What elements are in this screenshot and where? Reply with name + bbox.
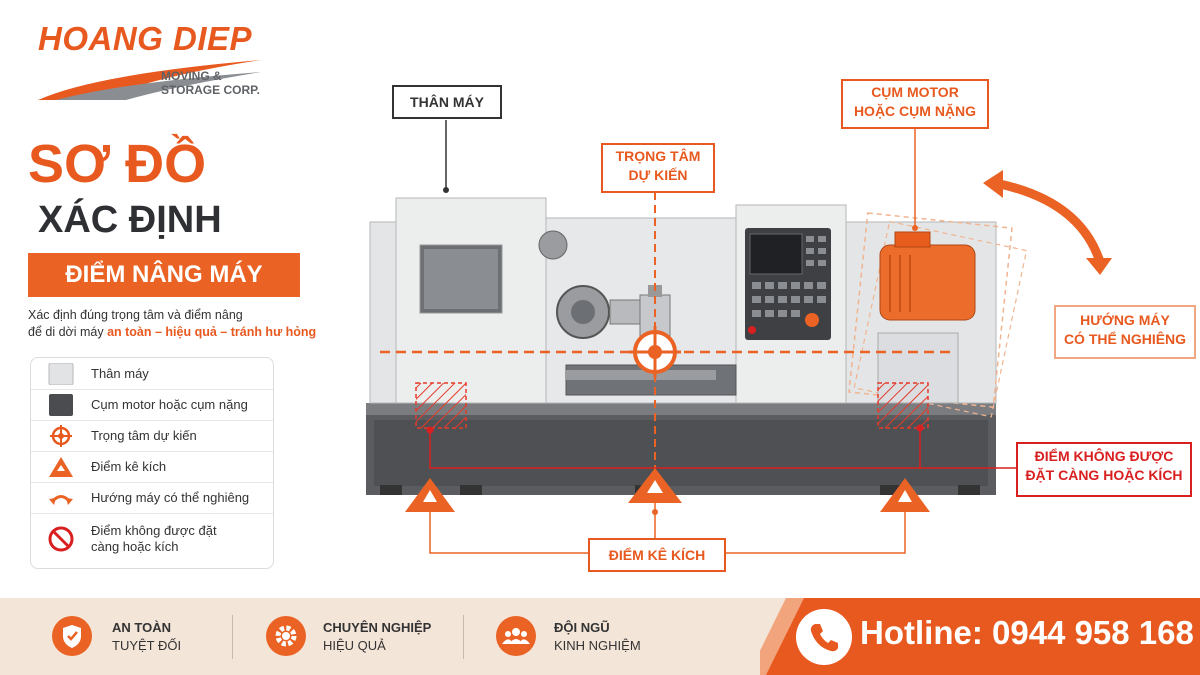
lathe-diagram (366, 120, 1112, 554)
callout-center-of-gravity: TRỌNG TÂM DỰ KIẾN (601, 143, 715, 193)
legend-label: Thân máy (91, 366, 149, 381)
legend: Thân máy Cụm motor hoặc cụm nặng Trọng t… (30, 357, 274, 569)
legend-label-line-1: Điểm không được đặt (91, 523, 217, 538)
hotline-text[interactable]: Hotline: 0944 958 168 (860, 614, 1194, 651)
prohibited-icon (48, 526, 74, 552)
hotline-banner (760, 598, 1200, 675)
callout-motor-line-1: CỤM MOTOR (871, 84, 959, 100)
description: Xác định đúng trọng tâm và điểm nâng để … (28, 307, 328, 341)
legend-label: Trọng tâm dự kiến (91, 428, 197, 443)
team-icon (496, 616, 536, 656)
callout-no-jack-line-1: ĐIỂM KHÔNG ĐƯỢC (1034, 448, 1174, 464)
feature-line-1: CHUYÊN NGHIỆP (323, 620, 432, 635)
legend-item-center-of-gravity: Trọng tâm dự kiến (31, 420, 273, 452)
footer-divider (463, 615, 464, 659)
legend-label: Hướng máy có thể nghiêng (91, 490, 250, 505)
legend-item-jack-point: Điểm kê kích (31, 451, 273, 483)
legend-item-tilt: Hướng máy có thể nghiêng (31, 482, 273, 514)
motor-block (879, 244, 976, 321)
callout-cog-line-1: TRỌNG TÂM (615, 148, 701, 164)
feature-line-1: ĐỘI NGŨ (554, 620, 610, 635)
callout-no-jack: ĐIỂM KHÔNG ĐƯỢC ĐẶT CÀNG HOẶC KÍCH (1016, 442, 1192, 497)
callout-jack-points: ĐIỂM KÊ KÍCH (588, 538, 726, 572)
feature-professional: CHUYÊN NGHIỆP HIỆU QUẢ (323, 619, 431, 655)
title-line-1: SƠ ĐỒ (28, 134, 207, 194)
warning-triangle-icon (49, 457, 73, 477)
shield-icon (52, 616, 92, 656)
feature-line-2: KINH NGHIỆM (554, 638, 641, 653)
brand-tagline-1: MOVING & (161, 69, 222, 83)
legend-item-machine-body: Thân máy (31, 358, 273, 390)
legend-label: Điểm không được đặt càng hoặc kích (91, 523, 217, 555)
machine-foot (380, 485, 402, 495)
logo-swoosh (38, 60, 261, 100)
title-line-3: ĐIỂM NÂNG MÁY (28, 253, 300, 297)
description-line-2: để di dời máy (28, 325, 104, 339)
tilt-arrow (994, 178, 1105, 264)
feature-line-1: AN TOÀN (112, 620, 171, 635)
feature-line-2: HIỆU QUẢ (323, 638, 386, 653)
description-highlight: an toàn – hiệu quả – tránh hư hỏng (107, 325, 317, 339)
callout-motor: CỤM MOTOR HOẶC CỤM NẶNG (841, 79, 989, 129)
title-line-2: XÁC ĐỊNH (38, 199, 222, 241)
phone-icon[interactable] (796, 609, 852, 665)
feature-safety: AN TOÀN TUYỆT ĐỐI (112, 619, 181, 655)
callout-tilt-line-2: CÓ THỂ NGHIÊNG (1063, 331, 1187, 347)
light-gray-square-icon (48, 363, 74, 385)
brand-tagline-2: STORAGE CORP. (161, 83, 260, 97)
machine-foot (460, 485, 482, 495)
callout-cog-line-2: DỰ KIẾN (628, 167, 688, 183)
legend-item-motor: Cụm motor hoặc cụm nặng (31, 389, 273, 421)
control-screen (749, 233, 803, 275)
feature-line-2: TUYỆT ĐỐI (112, 638, 182, 653)
gear-icon (266, 616, 306, 656)
callout-machine-body: THÂN MÁY (392, 85, 502, 119)
footer-divider (232, 615, 233, 659)
brand-name: HOANG DIEP (38, 20, 253, 57)
crosshair-icon (50, 425, 72, 447)
jack-point (628, 468, 682, 503)
legend-item-no-jack: Điểm không được đặt càng hoặc kích (31, 513, 273, 567)
legend-label: Điểm kê kích (91, 459, 167, 474)
callout-no-jack-line-2: ĐẶT CÀNG HOẶC KÍCH (1025, 467, 1183, 483)
callout-tilt-line-1: HƯỚNG MÁY (1080, 312, 1170, 328)
callout-tilt: HƯỚNG MÁY CÓ THỂ NGHIÊNG (1054, 305, 1196, 359)
machine-foot (880, 485, 902, 495)
machine-foot (958, 485, 980, 495)
dark-gray-square-icon (49, 394, 73, 416)
feature-team: ĐỘI NGŨ KINH NGHIỆM (554, 619, 641, 655)
callout-motor-line-2: HOẶC CỤM NẶNG (853, 103, 977, 119)
jack-point (880, 478, 930, 512)
curved-arrows-icon (49, 495, 73, 505)
legend-label-line-2: càng hoặc kích (91, 539, 179, 554)
brand-tagline: MOVING & STORAGE CORP. (161, 69, 260, 97)
jack-point (405, 478, 455, 512)
legend-label: Cụm motor hoặc cụm nặng (91, 397, 248, 412)
description-line-1: Xác định đúng trọng tâm và điểm nâng (28, 308, 243, 322)
no-jack-zone (877, 382, 929, 429)
no-jack-zone (415, 382, 467, 429)
